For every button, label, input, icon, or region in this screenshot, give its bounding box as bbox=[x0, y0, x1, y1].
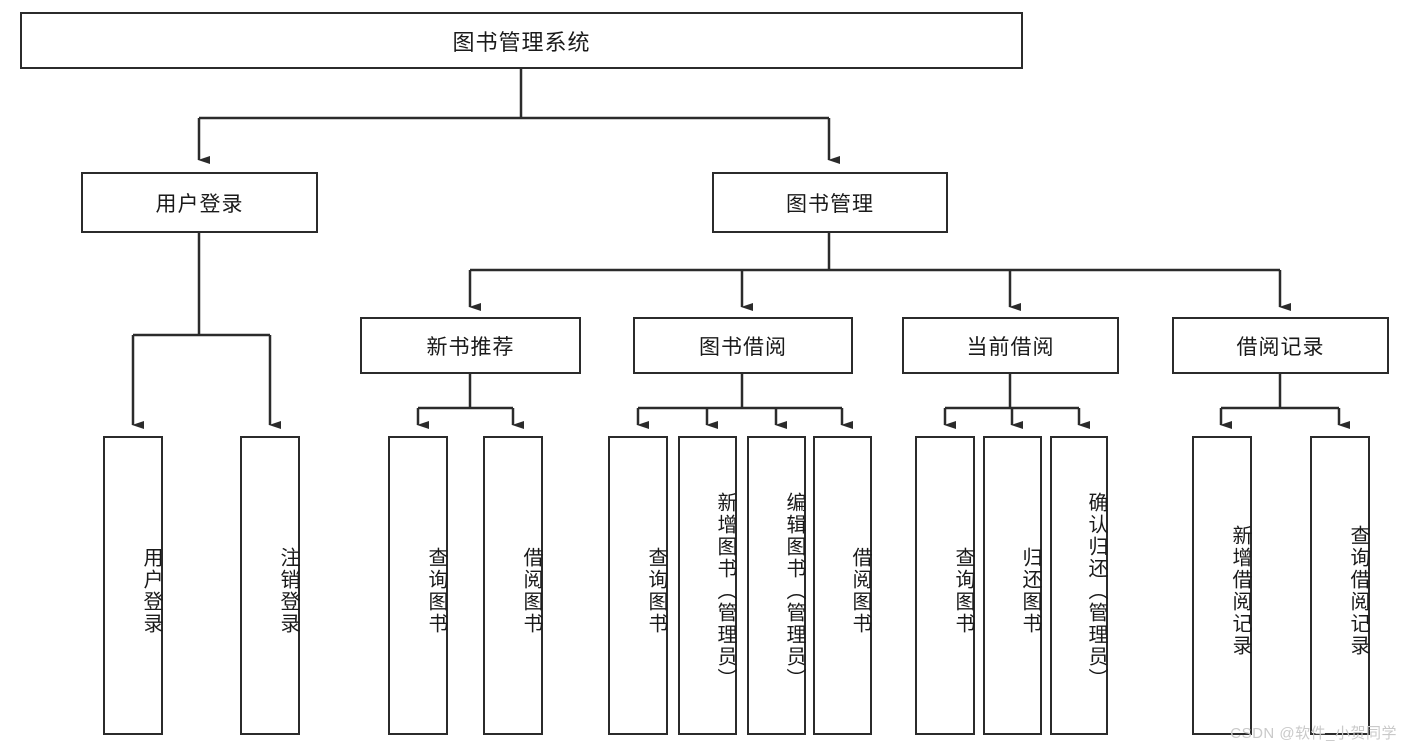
node-label: 新书推荐 bbox=[426, 335, 515, 359]
leaf-borrow-book-recommend[interactable]: 借阅图书 bbox=[483, 436, 543, 735]
leaf-query-book-recommend[interactable]: 查询图书 bbox=[388, 436, 448, 735]
node-book-management[interactable]: 图书管理 bbox=[712, 172, 948, 233]
leaf-user-login[interactable]: 用户登录 bbox=[103, 436, 163, 735]
node-label: 新增借阅记录 bbox=[1229, 524, 1251, 657]
node-label: 确认归还（管理员） bbox=[1085, 491, 1107, 690]
leaf-confirm-return-admin[interactable]: 确认归还（管理员） bbox=[1050, 436, 1108, 735]
node-label: 注销登录 bbox=[277, 546, 299, 635]
node-label: 编辑图书（管理员） bbox=[783, 491, 805, 690]
leaf-return-book[interactable]: 归还图书 bbox=[983, 436, 1042, 735]
node-label: 查询图书 bbox=[425, 546, 447, 635]
node-borrow-record[interactable]: 借阅记录 bbox=[1172, 317, 1389, 374]
leaf-add-book-admin[interactable]: 新增图书（管理员） bbox=[678, 436, 737, 735]
leaf-logout[interactable]: 注销登录 bbox=[240, 436, 300, 735]
node-label: 查询借阅记录 bbox=[1347, 524, 1369, 657]
node-label: 用户登录 bbox=[140, 546, 162, 635]
node-label: 借阅图书 bbox=[849, 546, 871, 635]
node-current-borrow[interactable]: 当前借阅 bbox=[902, 317, 1119, 374]
node-book-borrow[interactable]: 图书借阅 bbox=[633, 317, 853, 374]
leaf-query-book-current[interactable]: 查询图书 bbox=[915, 436, 975, 735]
leaf-edit-book-admin[interactable]: 编辑图书（管理员） bbox=[747, 436, 806, 735]
leaf-add-borrow-record[interactable]: 新增借阅记录 bbox=[1192, 436, 1252, 735]
node-label: 用户登录 bbox=[155, 192, 244, 216]
leaf-query-borrow-record[interactable]: 查询借阅记录 bbox=[1310, 436, 1370, 735]
leaf-query-book-borrow[interactable]: 查询图书 bbox=[608, 436, 668, 735]
node-label: 归还图书 bbox=[1019, 546, 1041, 635]
node-label: 新增图书（管理员） bbox=[714, 491, 736, 690]
watermark-text: CSDN @软件_小贺同学 bbox=[1230, 725, 1397, 742]
node-new-book-recommend[interactable]: 新书推荐 bbox=[360, 317, 581, 374]
node-label: 图书借阅 bbox=[699, 335, 787, 359]
node-label: 借阅记录 bbox=[1236, 335, 1325, 359]
node-root-system[interactable]: 图书管理系统 bbox=[20, 12, 1023, 69]
node-label: 图书管理系统 bbox=[452, 29, 591, 55]
node-label: 查询图书 bbox=[952, 546, 974, 635]
node-label: 当前借阅 bbox=[966, 335, 1055, 359]
node-label: 借阅图书 bbox=[520, 546, 542, 635]
node-label: 查询图书 bbox=[645, 546, 667, 635]
node-user-login[interactable]: 用户登录 bbox=[81, 172, 318, 233]
leaf-borrow-book[interactable]: 借阅图书 bbox=[813, 436, 872, 735]
node-label: 图书管理 bbox=[786, 192, 874, 216]
